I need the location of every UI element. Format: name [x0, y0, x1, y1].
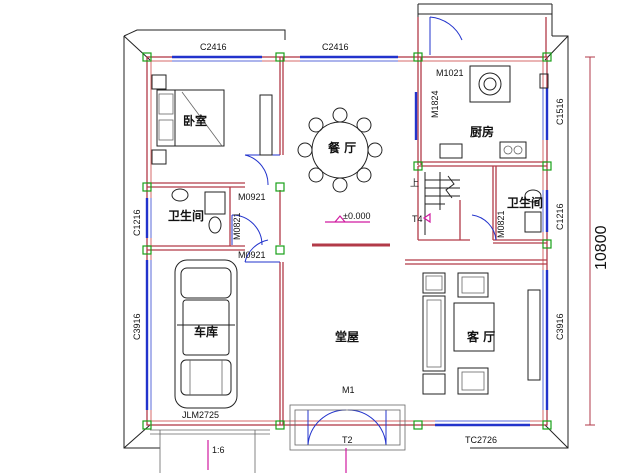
- code-door-bath-right: M0821: [496, 210, 506, 238]
- t4-label: T4: [412, 214, 423, 224]
- bath-fixtures: [171, 188, 542, 234]
- dining-table-icon: [297, 107, 383, 193]
- car-icon: [174, 259, 238, 409]
- room-bedroom: 卧室: [183, 113, 207, 128]
- doors: [150, 16, 497, 451]
- room-bath-left: 卫生间: [168, 208, 204, 223]
- code-window-bottom-right: TC2726: [465, 435, 497, 445]
- eave-outline: [123, 3, 569, 449]
- code-kitchen-side: M1824: [430, 90, 440, 118]
- code-door-bedroom: M0921: [238, 192, 266, 202]
- code-door-hall-left: M0921: [238, 250, 266, 260]
- code-door-kitchen: M1021: [436, 68, 464, 78]
- room-garage: 车库: [194, 324, 218, 339]
- code-door-bath-left: M0821: [232, 212, 242, 240]
- kitchen-fixtures: [439, 65, 549, 159]
- t-marks: T4 T2 上: [342, 178, 431, 473]
- room-dining: 餐 厅: [328, 140, 356, 155]
- code-window-garage: C3916: [132, 313, 142, 340]
- code-window-kitchen-right: C1516: [555, 98, 565, 125]
- room-kitchen: 厨房: [470, 124, 494, 139]
- code-main-door: M1: [342, 385, 355, 395]
- stairs: [424, 172, 460, 235]
- windows: [145, 55, 549, 427]
- elevation-mark: ±0.000: [325, 211, 370, 223]
- elevation-label: ±0.000: [343, 211, 370, 221]
- dimension-axis: 10800: [585, 56, 610, 426]
- bed-icon: [151, 74, 273, 165]
- t2-label: T2: [342, 435, 353, 445]
- garage-ramp: 1:6: [159, 430, 256, 473]
- walls: [146, 17, 548, 426]
- code-garage-door: JLM2725: [182, 410, 219, 420]
- living-furniture: [422, 272, 541, 395]
- room-living: 客 厅: [466, 329, 495, 344]
- room-hall: 堂屋: [335, 329, 359, 344]
- ramp-slope-label: 1:6: [212, 445, 225, 455]
- code-window-top-mid: C2416: [322, 42, 349, 52]
- code-window-bath-right: C1216: [555, 203, 565, 230]
- stair-up-label: 上: [410, 178, 419, 188]
- code-window-top-left: C2416: [200, 42, 227, 52]
- columns: [142, 52, 552, 430]
- code-window-bath-left: C1216: [132, 209, 142, 236]
- overall-dimension: 10800: [593, 225, 610, 270]
- room-bath-right: 卫生间: [507, 195, 543, 210]
- code-window-living: C3916: [555, 313, 565, 340]
